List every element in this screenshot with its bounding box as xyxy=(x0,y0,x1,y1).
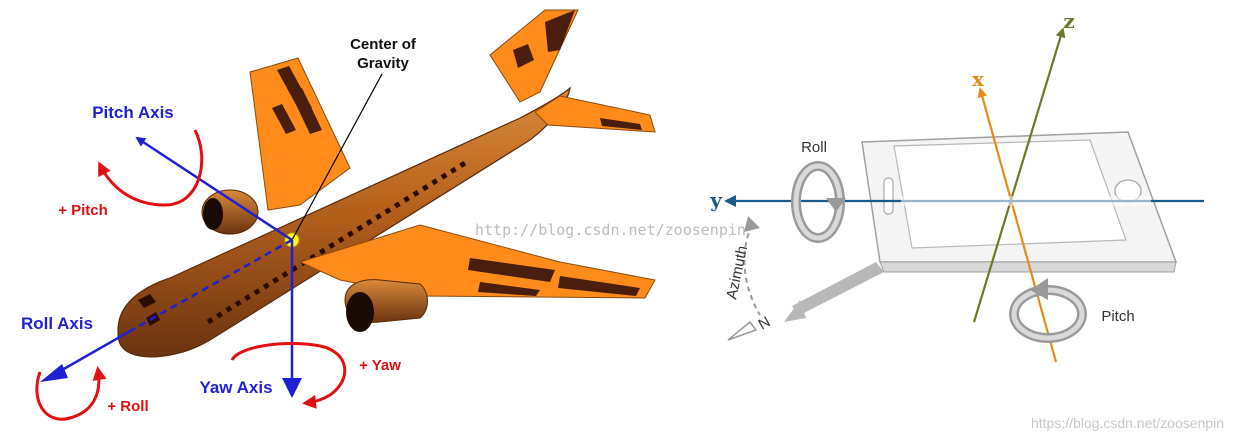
yaw-rotation-arrow xyxy=(230,342,347,409)
yaw-axis: Yaw Axis + Yaw xyxy=(199,240,401,409)
center-watermark: http://blog.csdn.net/zoosenpin xyxy=(475,221,746,239)
roll-rotation-ring: Roll xyxy=(791,139,846,243)
z-axis-label: z xyxy=(1063,9,1074,33)
yaw-plus-label: + Yaw xyxy=(359,357,401,374)
pitch-plus-label: + Pitch xyxy=(58,202,108,219)
pitch-label: Pitch xyxy=(1101,308,1134,325)
lower-wing xyxy=(298,224,656,299)
yaw-axis-label: Yaw Axis xyxy=(199,378,272,397)
pitch-rotation-arrow xyxy=(98,129,204,207)
pitch-rotation-ring: Pitch xyxy=(1009,278,1135,343)
roll-plus-label: + Roll xyxy=(107,398,148,415)
center-of-gravity: Center of Gravity xyxy=(284,36,417,248)
roll-label: Roll xyxy=(801,139,827,156)
cog-leader-line xyxy=(291,73,383,241)
x-axis-label: x xyxy=(972,67,985,91)
x-axis: x xyxy=(972,67,1058,363)
horizontal-stabilizer xyxy=(534,95,656,133)
cog-label-line1: Center of xyxy=(350,36,417,53)
window-row xyxy=(206,157,472,325)
north-label: N xyxy=(756,313,774,333)
airplane-illustration xyxy=(117,9,656,358)
azimuth-label: Azimuth xyxy=(723,244,751,301)
speaker-slot xyxy=(883,177,894,215)
corner-watermark: https://blog.csdn.net/zoosenpin xyxy=(1031,415,1224,431)
upper-wing xyxy=(249,57,351,211)
roll-axis-label: Roll Axis xyxy=(21,314,93,333)
y-axis-label: y xyxy=(709,188,723,212)
pitch-axis-label: Pitch Axis xyxy=(92,103,174,122)
near-engine xyxy=(344,279,428,332)
cog-label-line2: Gravity xyxy=(357,55,409,72)
z-axis: z xyxy=(972,9,1075,323)
pitch-axis: Pitch Axis + Pitch xyxy=(58,103,293,242)
roll-axis: Roll Axis + Roll xyxy=(21,238,293,421)
far-engine xyxy=(201,189,259,235)
tail-fin xyxy=(489,9,579,103)
roll-rotation-arrow xyxy=(35,366,107,421)
